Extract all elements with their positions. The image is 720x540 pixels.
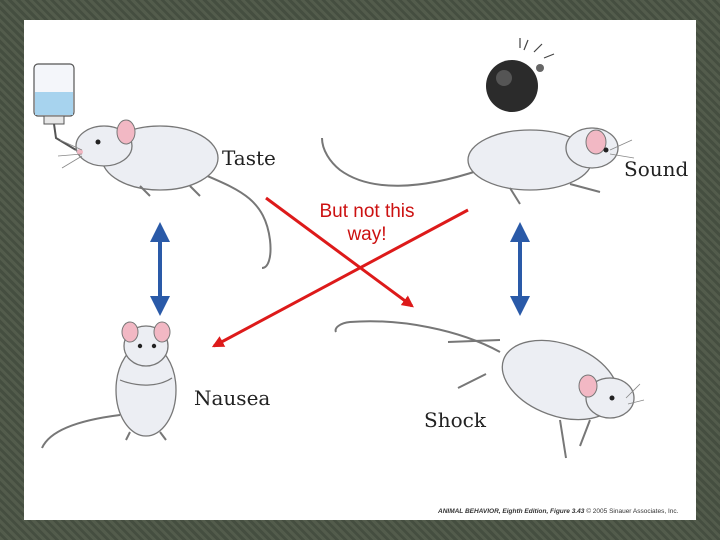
rat-shock-illustration (334, 320, 645, 459)
label-shock: Shock (424, 408, 486, 432)
rat-nausea-illustration (41, 321, 177, 449)
arrow-taste-shock (265, 196, 414, 308)
rat-taste-illustration (57, 119, 272, 269)
credit-copyright: © 2005 Sinauer Associates, Inc. (586, 508, 679, 515)
note-text: But not this way! (282, 200, 452, 246)
rat-sound-illustration (321, 127, 635, 205)
label-taste: Taste (222, 146, 276, 170)
note-line-1: But not this (319, 201, 415, 222)
label-sound: Sound (624, 157, 689, 181)
label-nausea: Nausea (194, 386, 271, 410)
bell-icon (486, 38, 555, 112)
credit-title: ANIMAL BEHAVIOR, Eighth Edition, Figure … (438, 508, 585, 515)
arrow-sound-nausea (211, 208, 469, 348)
note-line-2: way! (347, 224, 387, 245)
figure-credit: ANIMAL BEHAVIOR, Eighth Edition, Figure … (438, 508, 678, 515)
water-bottle-icon (33, 63, 77, 151)
